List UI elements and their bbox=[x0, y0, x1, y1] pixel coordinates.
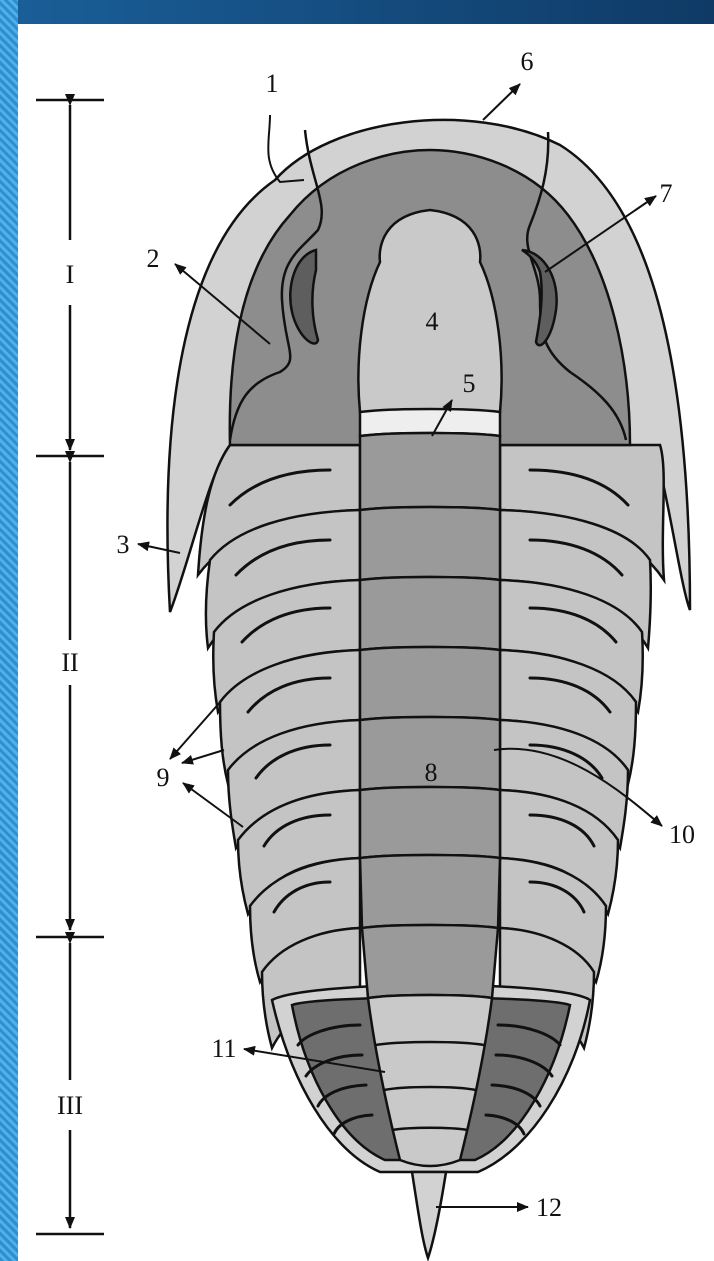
section-label-thorax: II bbox=[61, 648, 78, 677]
label-2: 2 bbox=[147, 244, 160, 273]
label-8: 8 bbox=[425, 758, 438, 787]
terminal-spine bbox=[412, 1172, 446, 1258]
label-1: 1 bbox=[266, 69, 279, 98]
label-9: 9 bbox=[157, 763, 170, 792]
label-10: 10 bbox=[669, 820, 695, 849]
label-4: 4 bbox=[426, 307, 439, 336]
label-5: 5 bbox=[463, 369, 476, 398]
thoracic-axis bbox=[360, 433, 500, 1166]
label-7: 7 bbox=[660, 179, 673, 208]
label-11: 11 bbox=[211, 1034, 236, 1063]
section-label-pygidium: III bbox=[57, 1091, 83, 1120]
label-12: 12 bbox=[536, 1193, 562, 1222]
label-6: 6 bbox=[521, 47, 534, 76]
label-3: 3 bbox=[117, 530, 130, 559]
section-label-cephalon: I bbox=[66, 260, 75, 289]
